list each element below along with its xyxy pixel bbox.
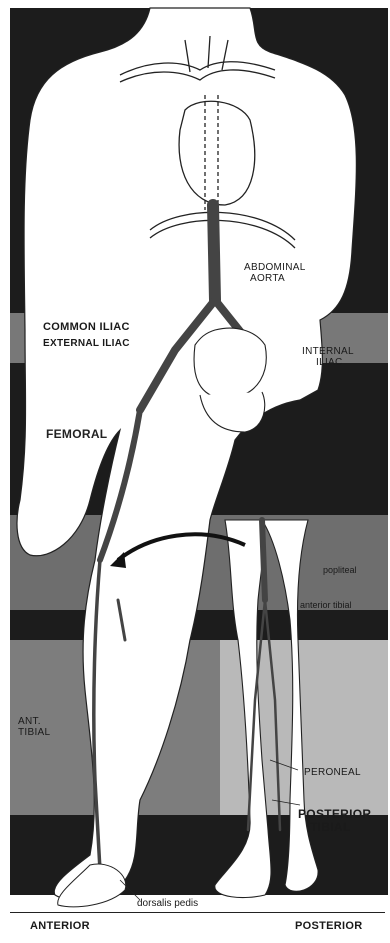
- posterior-footer: POSTERIOR: [295, 921, 363, 933]
- posterior-tibial-line1: POSTERIOR: [298, 808, 371, 821]
- internal-iliac-line1: INTERNAL: [302, 347, 354, 358]
- common-iliac-label: COMMON ILIAC: [43, 322, 130, 334]
- femoral-label: FEMORAL: [46, 428, 107, 441]
- ant-tibial-line1: ANT.: [18, 717, 50, 728]
- dorsalis-pedis-label: dorsalis pedis: [137, 899, 198, 910]
- ant-tibial-line2: TIBIAL: [18, 728, 50, 739]
- ant-tibial-label: ANT. TIBIAL: [18, 717, 50, 738]
- bottom-rule: [10, 912, 385, 913]
- external-iliac-label: EXTERNAL ILIAC: [43, 339, 130, 350]
- peroneal-label: PERONEAL: [304, 768, 361, 779]
- anterior-tibial-posterior-label: anterior tibial: [300, 601, 352, 610]
- internal-iliac-label: INTERNAL ILIAC: [302, 347, 354, 368]
- anterior-footer: ANTERIOR: [30, 921, 90, 933]
- popliteal-label: popliteal: [323, 566, 357, 575]
- abdominal-aorta-label: ABDOMINAL AORTA: [244, 263, 306, 284]
- posterior-tibial-line2: TIBIAL: [298, 821, 371, 834]
- abdominal-aorta-line1: ABDOMINAL: [244, 263, 306, 274]
- posterior-tibial-label: POSTERIOR TIBIAL: [298, 808, 371, 833]
- internal-iliac-line2: ILIAC: [302, 358, 354, 369]
- abdominal-aorta-line2: AORTA: [244, 274, 306, 285]
